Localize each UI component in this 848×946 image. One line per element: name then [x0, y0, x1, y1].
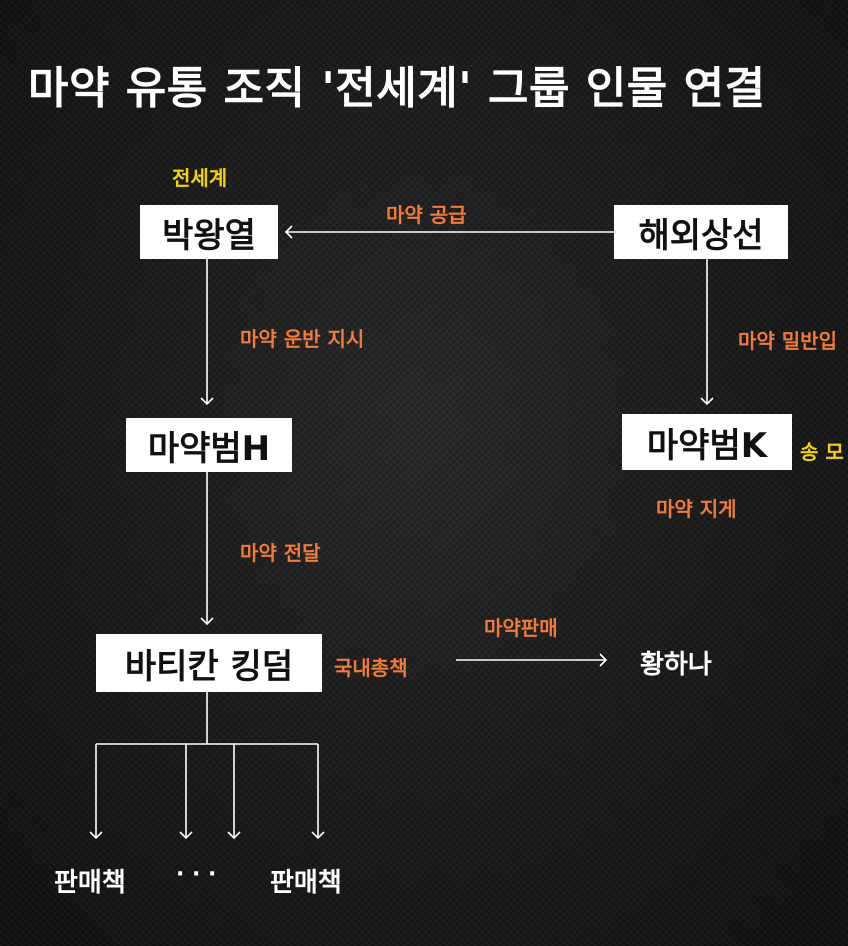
label-smuggle: 마약 밀반입 [738, 329, 837, 353]
label-send: 송 모 [800, 440, 844, 464]
label-delivery: 마약 전달 [240, 541, 321, 565]
label-drug-jige: 마약 지게 [656, 497, 737, 521]
node-seller-left: 판매책 [54, 868, 126, 898]
page-title: 마약 유통 조직 '전세계' 그룹 인물 연결 [28, 63, 766, 114]
node-seller-right: 판매책 [270, 868, 342, 898]
node-hwang: 황하나 [640, 650, 712, 680]
label-sale: 마약판매 [484, 616, 558, 640]
node-drug-h: 마약범H [126, 418, 292, 472]
node-park: 박왕열 [140, 205, 278, 259]
node-batican-kingdom: 바티칸 킹덤 [96, 634, 322, 692]
label-transport-order: 마약 운반 지시 [240, 327, 365, 351]
label-supply: 마약 공급 [386, 203, 467, 227]
node-overseas-ship: 해외상선 [614, 205, 788, 259]
label-park-alias: 전세계 [172, 166, 228, 190]
node-ellipsis: · · · [176, 862, 217, 887]
node-drug-k: 마약범K [622, 414, 792, 470]
label-domestic-chief: 국내총책 [334, 656, 408, 680]
